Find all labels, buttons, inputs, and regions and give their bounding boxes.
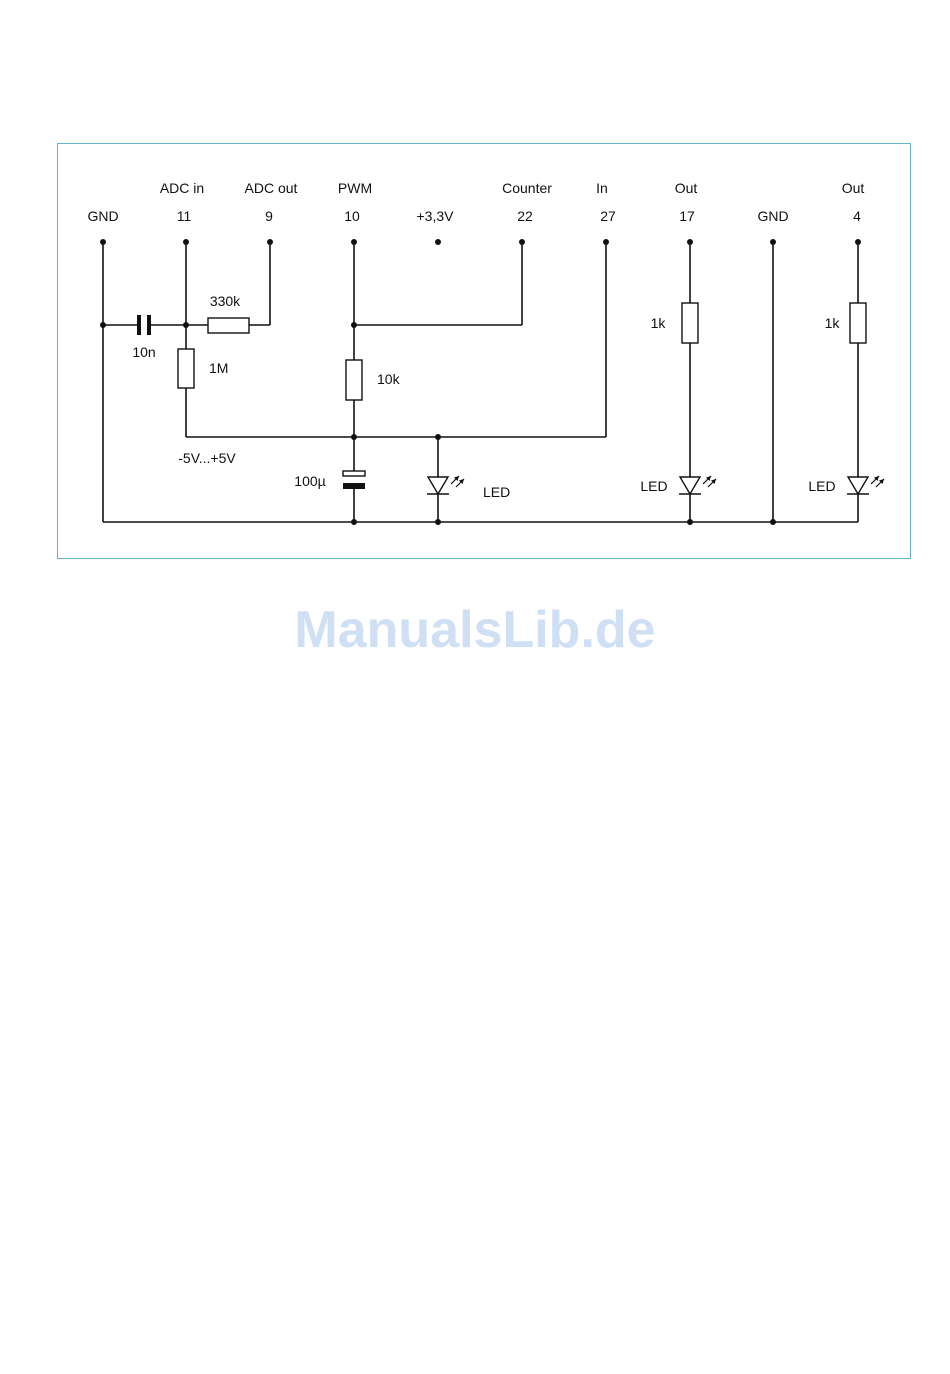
pin-label-adc-out: ADC out bbox=[245, 180, 298, 196]
pin-number-11: 11 bbox=[177, 208, 192, 224]
label-10k: 10k bbox=[377, 371, 401, 387]
label-voltage-range: -5V...+5V bbox=[178, 450, 236, 466]
pin-terminals bbox=[100, 239, 861, 245]
resistor-1m bbox=[178, 349, 194, 388]
capacitor-100u bbox=[343, 471, 365, 489]
pin-label-out-4: Out bbox=[842, 180, 865, 196]
label-1m: 1M bbox=[209, 360, 228, 376]
resistor-10k bbox=[346, 360, 362, 400]
wires bbox=[103, 242, 858, 522]
resistor-1k-pin17 bbox=[682, 303, 698, 343]
label-10n: 10n bbox=[132, 344, 155, 360]
pin-gnd-left: GND bbox=[87, 208, 118, 224]
pin-number-27: 27 bbox=[600, 208, 616, 224]
pin-number-17: 17 bbox=[679, 208, 695, 224]
pin-number-4: 4 bbox=[853, 208, 861, 224]
pin-number-9: 9 bbox=[265, 208, 273, 224]
label-1k-pin17: 1k bbox=[651, 315, 667, 331]
resistor-1k-pin4 bbox=[850, 303, 866, 343]
pin-label-adc-in: ADC in bbox=[160, 180, 204, 196]
pin-3v3: +3,3V bbox=[417, 208, 455, 224]
pin-number-10: 10 bbox=[344, 208, 360, 224]
pin-number-22: 22 bbox=[517, 208, 533, 224]
pin-label-in: In bbox=[596, 180, 608, 196]
capacitor-10n bbox=[137, 315, 151, 335]
led-3 bbox=[847, 476, 884, 494]
label-100u: 100µ bbox=[294, 473, 325, 489]
watermark: ManualsLib.de bbox=[0, 600, 950, 660]
resistor-330k bbox=[208, 318, 249, 333]
pin-gnd-right: GND bbox=[757, 208, 788, 224]
label-led-1: LED bbox=[483, 484, 510, 500]
pin-label-counter: Counter bbox=[502, 180, 552, 196]
label-led-3: LED bbox=[808, 478, 835, 494]
circuit-schematic: ADC in ADC out PWM Counter In Out Out GN… bbox=[0, 0, 950, 600]
label-1k-pin4: 1k bbox=[825, 315, 841, 331]
led-2 bbox=[679, 476, 716, 494]
pin-label-pwm: PWM bbox=[338, 180, 372, 196]
pin-label-out-17: Out bbox=[675, 180, 698, 196]
label-330k: 330k bbox=[210, 293, 241, 309]
led-1 bbox=[427, 476, 464, 494]
label-led-2: LED bbox=[640, 478, 667, 494]
